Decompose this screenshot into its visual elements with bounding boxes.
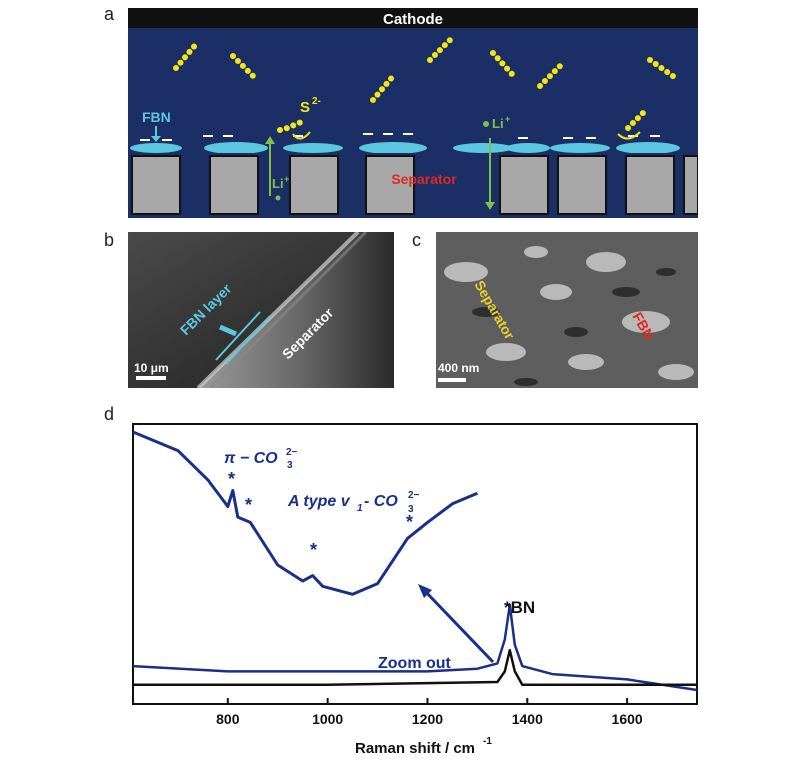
zoom-out-label: Zoom out [378, 655, 452, 672]
svg-text:2−: 2− [408, 490, 420, 501]
scale-bar-b [136, 376, 166, 380]
panel-d-letter: d [104, 404, 115, 424]
spectrum-series-0 [132, 603, 698, 692]
polysulfide-charge: 2- [312, 96, 321, 107]
svg-text:- CO: - CO [364, 493, 398, 510]
svg-text:3: 3 [408, 504, 414, 515]
svg-text:-1: -1 [483, 736, 492, 747]
x-tick-label-1000: 1000 [312, 711, 343, 727]
bn-label: *BN [504, 598, 535, 617]
scale-label-b: 10 μm [134, 361, 169, 375]
svg-text:2−: 2− [286, 447, 298, 458]
separator-blocks [131, 155, 698, 215]
zoom-arrow [422, 588, 495, 664]
star-970: * [310, 540, 317, 560]
annotation-pi: π − CO [224, 450, 278, 467]
panel-c-sem-image: Separator FBN 400 nm [436, 232, 698, 388]
polysulfide-chains [173, 37, 676, 133]
panel-b-sem-image: FBN layer Separator 10 μm [128, 232, 394, 388]
x-axis-label: Raman shift / cm [355, 740, 475, 757]
plot-frame [132, 423, 698, 705]
panel-c-letter: c [412, 230, 421, 250]
panel-a-schematic: Cathode FBN S 2- [128, 8, 698, 218]
li-label-left: Li [272, 176, 284, 191]
spectrum-series-1 [133, 648, 697, 686]
cathode-bar [128, 8, 698, 28]
panel-a-letter: a [104, 4, 115, 24]
star-1165: * [406, 512, 413, 532]
svg-text:+: + [505, 114, 510, 124]
svg-text:+: + [284, 174, 289, 184]
cathode-label: Cathode [383, 11, 443, 28]
scale-bar-c [438, 378, 466, 382]
star-840: * [245, 495, 252, 515]
spectrum-series-2 [132, 430, 478, 596]
separator-label-a: Separator [391, 171, 457, 187]
fbn-label-a: FBN [142, 109, 171, 125]
fbn-layers [130, 142, 680, 154]
x-tick-label-1200: 1200 [412, 711, 443, 727]
polysulfide-label: S [300, 99, 310, 116]
x-tick-label-800: 800 [216, 711, 240, 727]
panel-b-letter: b [104, 230, 115, 250]
annotation-atype: A type v [287, 493, 351, 510]
rebound-arrow [292, 131, 311, 140]
svg-text:3: 3 [287, 460, 293, 471]
x-tick-label-1600: 1600 [612, 711, 643, 727]
star-810: * [228, 469, 235, 489]
li-label-right: Li [492, 116, 504, 131]
scale-label-c: 400 nm [438, 361, 479, 375]
x-tick-label-1400: 1400 [512, 711, 543, 727]
svg-text:1: 1 [357, 503, 363, 514]
